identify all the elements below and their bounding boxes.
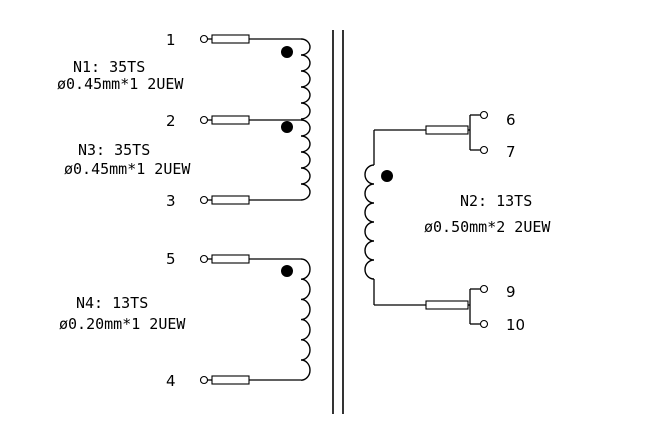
polarity-dot-n3 xyxy=(281,121,293,133)
pin-label-1: 1 xyxy=(166,31,176,49)
polarity-dot-n2 xyxy=(381,170,393,182)
sleeve-pin-4 xyxy=(211,375,250,385)
terminal-pin-1 xyxy=(199,34,209,44)
sleeve-pin-3 xyxy=(211,195,250,205)
terminal-pin-2 xyxy=(199,115,209,125)
terminal-pin-10 xyxy=(479,319,489,329)
n1-wire-label: ø0.45mm*1 2UEW xyxy=(57,75,184,93)
terminal-pin-4 xyxy=(199,375,209,385)
terminal-pin-5 xyxy=(199,254,209,264)
winding-n2 xyxy=(364,110,489,329)
n2-wire-label: ø0.50mm*2 2UEW xyxy=(424,218,551,236)
coil-n4 xyxy=(300,258,311,381)
sleeve-pins-6-7 xyxy=(425,125,469,135)
pin-label-6: 6 xyxy=(506,111,516,129)
pin-label-4: 4 xyxy=(166,372,176,390)
n3-turns-label: N3: 35TS xyxy=(78,141,150,159)
coil-n1 xyxy=(300,38,311,120)
coil-n3 xyxy=(300,119,311,201)
polarity-dot-n1 xyxy=(281,46,293,58)
lead-pin-2 xyxy=(199,115,301,125)
n2-turns-label: N2: 13TS xyxy=(460,192,532,210)
coil-n2 xyxy=(364,164,375,280)
sleeve-pin-2 xyxy=(211,115,250,125)
n4-wire-label: ø0.20mm*1 2UEW xyxy=(59,315,186,333)
terminal-pin-6 xyxy=(479,110,489,120)
terminal-pin-9 xyxy=(479,284,489,294)
n1-turns-label: N1: 35TS xyxy=(73,58,145,76)
pin-label-2: 2 xyxy=(166,112,176,130)
terminal-pin-3 xyxy=(199,195,209,205)
sleeve-pin-5 xyxy=(211,254,250,264)
pin-label-9: 9 xyxy=(506,283,516,301)
n4-turns-label: N4: 13TS xyxy=(76,294,148,312)
winding-n1 xyxy=(199,34,311,120)
polarity-dot-n4 xyxy=(281,265,293,277)
pin-label-3: 3 xyxy=(166,192,176,210)
winding-n4 xyxy=(199,254,311,385)
n3-wire-label: ø0.45mm*1 2UEW xyxy=(64,160,191,178)
terminal-pin-7 xyxy=(479,145,489,155)
winding-n3 xyxy=(199,119,311,205)
pin-label-7: 7 xyxy=(506,143,516,161)
pin-label-10: 10 xyxy=(506,316,525,334)
pin-label-5: 5 xyxy=(166,250,176,268)
sleeve-pin-1 xyxy=(211,34,250,44)
sleeve-pins-9-10 xyxy=(425,300,469,310)
